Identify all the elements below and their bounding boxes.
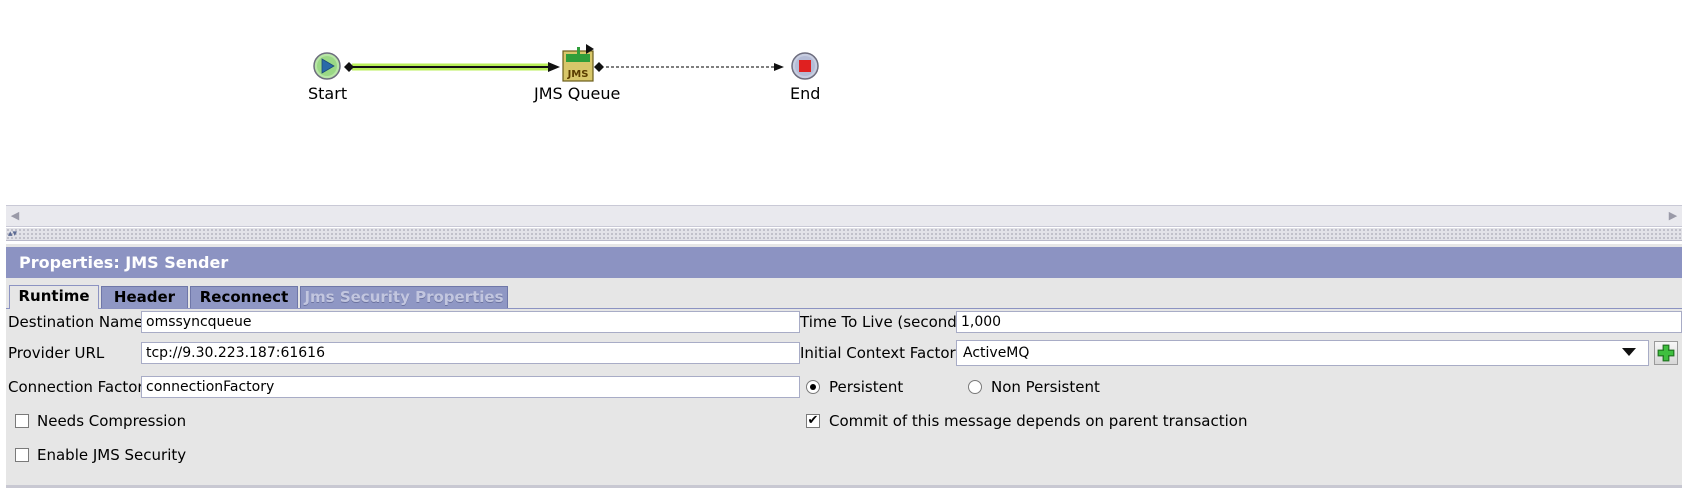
persistent-radio[interactable] xyxy=(806,380,820,394)
needs-compression-label: Needs Compression xyxy=(37,412,187,430)
enable-jms-security-label: Enable JMS Security xyxy=(37,446,187,464)
node-label-start: Start xyxy=(308,84,348,103)
commit-depends-label: Commit of this message depends on parent… xyxy=(829,412,1248,430)
splitter-arrows-icon[interactable]: ▴▾ xyxy=(8,229,18,239)
connection-factory-label: Connection Factory xyxy=(8,378,153,396)
needs-compression-checkbox[interactable] xyxy=(15,414,29,428)
non-persistent-label: Non Persistent xyxy=(991,378,1100,396)
tab-header[interactable]: Header xyxy=(101,286,188,308)
time-to-live-label: Time To Live (seconds) xyxy=(800,313,971,331)
plus-icon xyxy=(1657,344,1675,362)
provider-url-label: Provider URL xyxy=(8,344,105,362)
properties-panel: Properties: JMS Sender Runtime Header Re… xyxy=(6,244,1682,488)
node-label-end: End xyxy=(790,84,821,103)
flow-diagram: JMS xyxy=(313,44,819,82)
provider-url-input[interactable]: tcp://9.30.223.187:61616 xyxy=(141,342,800,364)
commit-depends-checkbox[interactable]: ✔ xyxy=(806,414,820,428)
panel-title: Properties: JMS Sender xyxy=(6,247,1682,278)
enable-jms-security-checkbox[interactable] xyxy=(15,448,29,462)
connector-diamond-icon xyxy=(594,62,604,72)
destination-name-input[interactable]: omssyncqueue xyxy=(141,311,800,333)
connector-start-to-jms[interactable] xyxy=(344,62,560,72)
persistent-label: Persistent xyxy=(829,378,904,396)
horizontal-scrollbar[interactable]: ◀ ▶ xyxy=(6,205,1682,227)
scroll-left-icon[interactable]: ◀ xyxy=(10,209,20,222)
checkmark-icon: ✔ xyxy=(807,413,819,428)
stop-icon[interactable] xyxy=(791,52,819,80)
chevron-down-icon[interactable] xyxy=(1622,348,1636,356)
connector-diamond-icon xyxy=(344,62,354,72)
destination-name-label: Destination Name xyxy=(8,313,144,331)
connector-jms-to-end[interactable] xyxy=(594,62,784,72)
connection-factory-input[interactable]: connectionFactory xyxy=(141,376,800,398)
jms-icon-text: JMS xyxy=(567,69,589,80)
tab-jms-security-properties: Jms Security Properties xyxy=(300,286,508,308)
node-label-jms-queue: JMS Queue xyxy=(534,84,621,103)
scroll-right-icon[interactable]: ▶ xyxy=(1668,209,1678,222)
panel-bottom-border xyxy=(6,485,1682,488)
panel-splitter[interactable]: ▴▾ xyxy=(6,228,1682,241)
initial-context-factory-label: Initial Context Factory xyxy=(800,344,965,362)
time-to-live-input[interactable]: 1,000 xyxy=(956,311,1682,333)
jms-icon[interactable]: JMS xyxy=(562,44,594,82)
non-persistent-radio[interactable] xyxy=(968,380,982,394)
add-context-factory-button[interactable] xyxy=(1654,341,1678,365)
initial-context-factory-select[interactable]: ActiveMQ xyxy=(956,340,1649,366)
tab-runtime[interactable]: Runtime xyxy=(9,285,99,309)
tab-reconnect[interactable]: Reconnect xyxy=(190,286,298,308)
initial-context-factory-value: ActiveMQ xyxy=(963,345,1030,361)
tab-bar: Runtime Header Reconnect Jms Security Pr… xyxy=(6,284,1682,309)
play-icon[interactable] xyxy=(313,52,341,80)
flow-canvas[interactable]: JMS Start JMS Queue End xyxy=(0,0,1682,205)
